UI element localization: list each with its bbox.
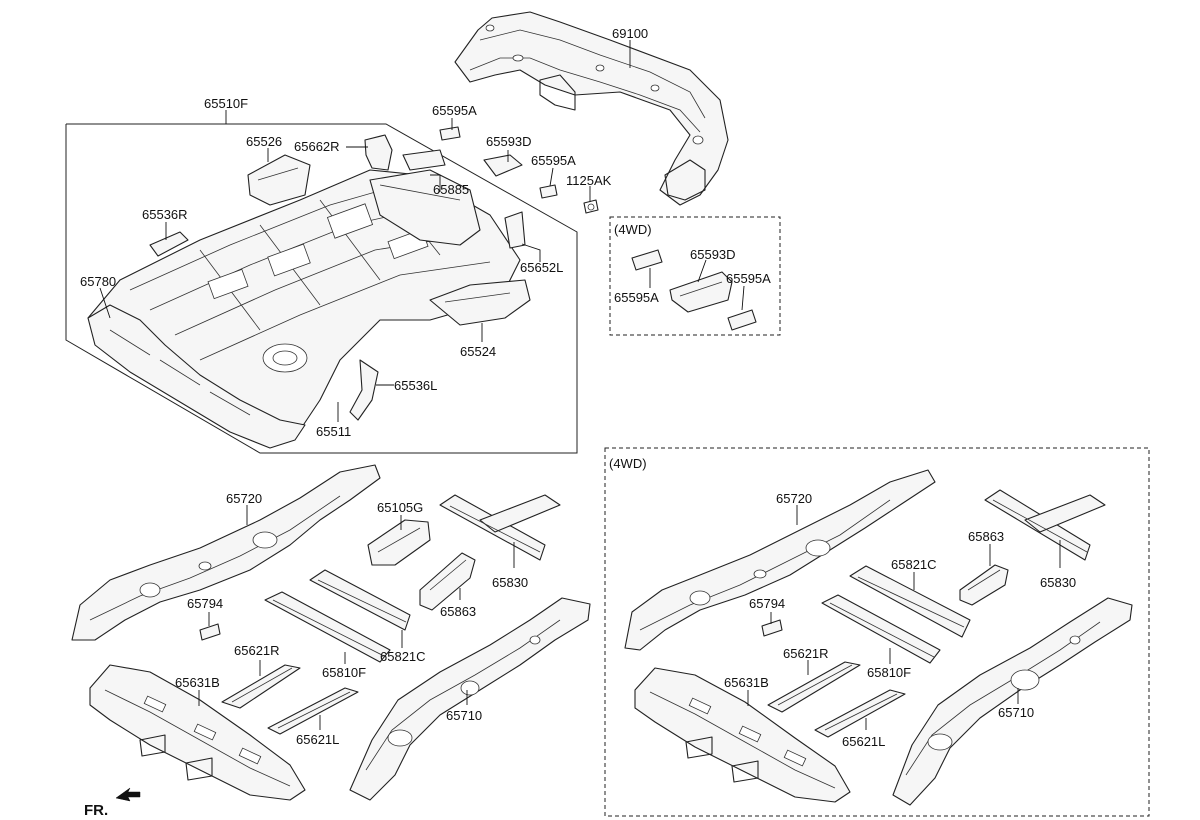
label-4wd-65593D: 65593D xyxy=(690,247,736,262)
label-69100: 69100 xyxy=(612,26,648,41)
frame-rails-2wd-drawing xyxy=(71,464,591,801)
label-65652L: 65652L xyxy=(520,260,563,275)
label-65810F-left: 65810F xyxy=(322,665,366,680)
label-65593D-top: 65593D xyxy=(486,134,532,149)
label-65810F-right: 65810F xyxy=(867,665,911,680)
label-65720-left: 65720 xyxy=(226,491,262,506)
leader-4wd-65593D xyxy=(697,259,707,283)
leader-65780 xyxy=(99,287,111,319)
rear-cross-member-drawing xyxy=(454,11,729,206)
label-65631B-left: 65631B xyxy=(175,675,220,690)
label-65821C-left: 65821C xyxy=(380,649,426,664)
label-65794-left: 65794 xyxy=(187,596,223,611)
fwd-large-label: (4WD) xyxy=(609,456,647,471)
label-65780: 65780 xyxy=(80,274,116,289)
label-65536L: 65536L xyxy=(394,378,437,393)
label-65631B-right: 65631B xyxy=(724,675,769,690)
label-65105G: 65105G xyxy=(377,500,423,515)
label-65821C-right: 65821C xyxy=(891,557,937,572)
leader-65885 xyxy=(430,174,441,192)
front-arrow-icon xyxy=(115,787,141,802)
rear-floor-panel-drawing xyxy=(87,126,599,449)
label-65830-right: 65830 xyxy=(1040,575,1076,590)
label-65524: 65524 xyxy=(460,344,496,359)
label-65621R-right: 65621R xyxy=(783,646,829,661)
label-65595A-mid: 65595A xyxy=(531,153,576,168)
label-65536R: 65536R xyxy=(142,207,188,222)
label-65863-right: 65863 xyxy=(968,529,1004,544)
label-65621L-left: 65621L xyxy=(296,732,339,747)
rear-floor-assembly-frame xyxy=(65,123,578,454)
label-65863-left: 65863 xyxy=(440,604,476,619)
front-direction-indicator: FR. xyxy=(84,787,141,819)
label-65885: 65885 xyxy=(433,182,469,197)
fwd-small-brackets-drawing xyxy=(631,249,757,331)
label-65794-right: 65794 xyxy=(749,596,785,611)
label-65621R-left: 65621R xyxy=(234,643,280,658)
label-65511: 65511 xyxy=(316,424,351,439)
label-65710-right: 65710 xyxy=(998,705,1034,720)
leader-65652L xyxy=(521,243,541,262)
fwd-small-box xyxy=(609,216,781,336)
frame-rails-4wd-drawing xyxy=(624,469,1133,806)
label-65621L-right: 65621L xyxy=(842,734,885,749)
label-65720-right: 65720 xyxy=(776,491,812,506)
label-65830-left: 65830 xyxy=(492,575,528,590)
leader-4wd-65595A-right xyxy=(741,285,745,311)
leader-65595A-mid xyxy=(549,167,554,187)
label-65595A-top: 65595A xyxy=(432,103,477,118)
label-4wd-65595A-right: 65595A xyxy=(726,271,771,286)
label-1125AK: 1125AK xyxy=(566,173,612,188)
label-65510F: 65510F xyxy=(204,96,248,111)
label-65526: 65526 xyxy=(246,134,282,149)
fwd-large-box xyxy=(604,447,1150,817)
front-label: FR. xyxy=(84,802,108,819)
label-65710-left: 65710 xyxy=(446,708,482,723)
label-4wd-65595A-left: 65595A xyxy=(614,290,659,305)
label-65662R: 65662R xyxy=(294,139,340,154)
fwd-small-label: (4WD) xyxy=(614,222,652,237)
